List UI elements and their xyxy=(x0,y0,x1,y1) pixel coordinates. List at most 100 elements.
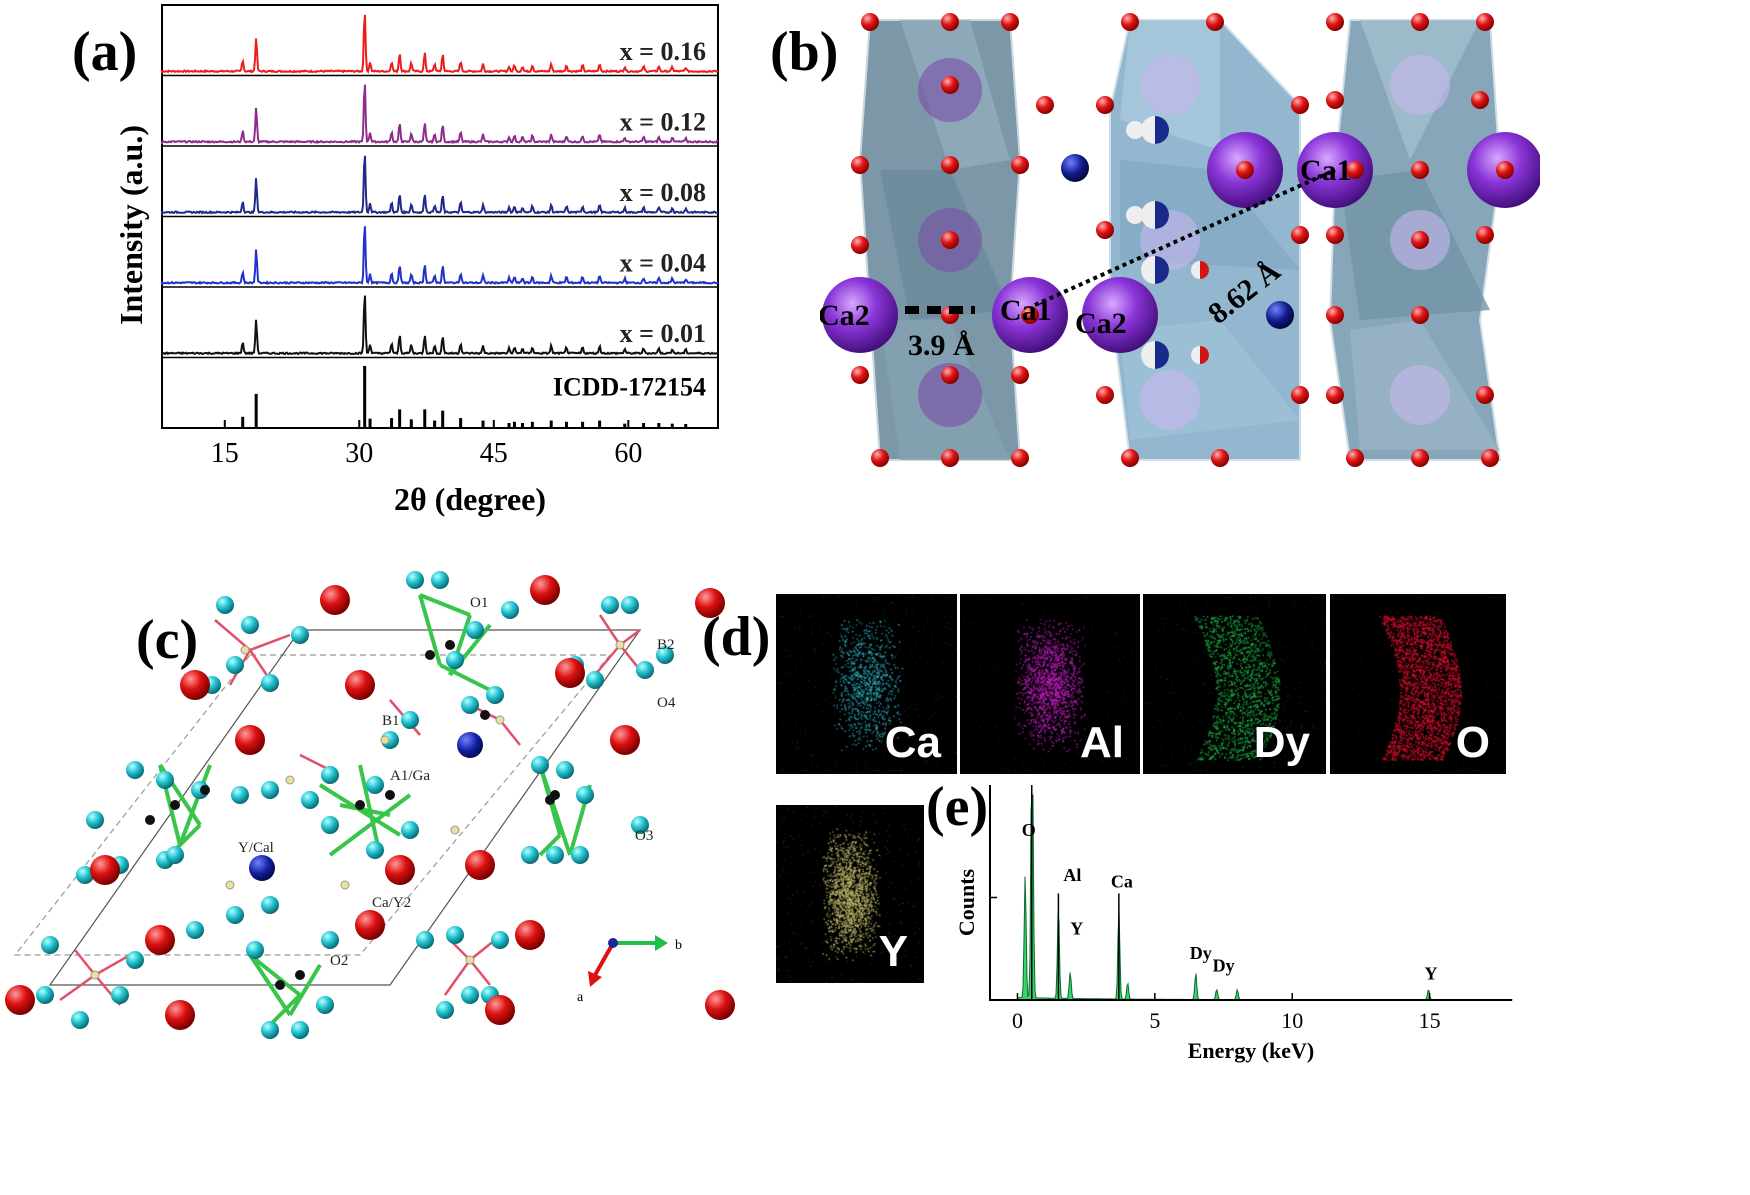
cell-atom-oxygen xyxy=(321,766,339,784)
xrd-series-label: x = 0.01 xyxy=(620,319,706,348)
cell-atom-oxygen xyxy=(291,626,309,644)
cell-atom-oxygen xyxy=(41,936,59,954)
cell-atom-oxygen xyxy=(446,926,464,944)
polyhedra-column-middle xyxy=(1109,19,1301,461)
cell-atom-oxygen xyxy=(261,896,279,914)
eds-peak-label: Dy xyxy=(1190,943,1212,963)
cell-atom-oxygen xyxy=(546,846,564,864)
xrd-ylabel: Intensity (a.u.) xyxy=(113,125,149,325)
cell-polyhedron-edge xyxy=(288,963,322,1017)
cell-atoms xyxy=(5,571,735,1039)
cell-atom-oxygen xyxy=(461,986,479,1004)
cell-atom-al xyxy=(425,650,435,660)
label-ca2-left: Ca2 xyxy=(820,299,870,332)
cell-atom-boron xyxy=(450,825,460,835)
cell-atom-oxygen xyxy=(71,1011,89,1029)
xrd-series-label: x = 0.16 xyxy=(620,37,706,66)
xrd-series-line xyxy=(161,295,719,356)
cell-atom-oxygen xyxy=(241,616,259,634)
label-o4: O4 xyxy=(657,695,676,711)
xrd-xtick-label: 45 xyxy=(480,438,508,469)
cell-atom-oxygen xyxy=(531,756,549,774)
label-o2: O2 xyxy=(330,953,348,969)
panel-label-c: (c) xyxy=(136,609,199,671)
cell-atom-al xyxy=(200,785,210,795)
cell-atom-oxygen xyxy=(166,846,184,864)
label-distance-short: 3.9 Å xyxy=(908,329,975,362)
panel-label-b: (b) xyxy=(770,21,839,83)
xrd-xtick-label: 30 xyxy=(345,438,373,469)
cell-atom-oxygen xyxy=(321,816,339,834)
cell-polyhedron-edge xyxy=(328,793,412,857)
cell-atom-ca xyxy=(165,1000,195,1030)
label-b2: B2 xyxy=(657,637,675,653)
cell-atom-oxygen xyxy=(556,761,574,779)
blue-atoms xyxy=(1061,154,1294,329)
cell-atom-oxygen xyxy=(226,906,244,924)
cell-atom-ca xyxy=(610,725,640,755)
cell-atom-oxygen xyxy=(261,781,279,799)
unit-cell-outline xyxy=(13,629,642,986)
eds-peak-label: Al xyxy=(1063,865,1081,885)
cell-atom-oxygen xyxy=(436,1001,454,1019)
label-o1: O1 xyxy=(470,595,488,611)
distance-line-long xyxy=(1034,168,1336,307)
cell-atom-ca xyxy=(90,855,120,885)
eds-peak-label: Dy xyxy=(1213,955,1235,975)
cell-atom-oxygen xyxy=(416,931,434,949)
cell-bond xyxy=(59,973,96,1002)
cell-atom-oxygen xyxy=(601,596,619,614)
cell-atom-oxygen xyxy=(301,791,319,809)
cell-atom-oxygen xyxy=(366,841,384,859)
xrd-series-line xyxy=(161,226,719,286)
label-ca2-middle: Ca2 xyxy=(1075,307,1127,340)
cell-atom-ca xyxy=(555,658,585,688)
cell-bond xyxy=(598,614,622,646)
eds-map-dy: Dy xyxy=(1143,594,1326,774)
cell-bond xyxy=(94,953,131,977)
eds-map-ca: Ca xyxy=(776,594,957,774)
polyhedra-column-left xyxy=(858,19,1022,461)
eds-xlabel: Energy (keV) xyxy=(1188,1038,1314,1063)
cell-atom-ca xyxy=(695,588,725,618)
cell-atom-oxygen xyxy=(246,941,264,959)
cell-atom-oxygen xyxy=(216,596,234,614)
xrd-xtick-label: 60 xyxy=(614,438,642,469)
cell-bond xyxy=(594,644,621,676)
cell-atom-ca xyxy=(465,850,495,880)
cell-bond xyxy=(619,644,641,671)
cell-atom-ca xyxy=(320,585,350,615)
eds-ylabel: Counts xyxy=(954,868,979,936)
oxygen-atoms xyxy=(851,13,1499,467)
eds-peak-label: Y xyxy=(1070,918,1083,938)
cell-atom-oxygen xyxy=(466,621,484,639)
cell-atom-oxygen xyxy=(621,596,639,614)
cell-atom-boron xyxy=(380,735,390,745)
eds-xtick-label: 5 xyxy=(1149,1008,1160,1033)
cell-atom-al xyxy=(385,790,395,800)
xrd-series-line xyxy=(161,14,719,74)
cell-atom-ca xyxy=(515,920,545,950)
eds-peak-label: Y xyxy=(1424,964,1437,984)
cell-atom-al xyxy=(355,800,365,810)
cell-atom-ca xyxy=(5,985,35,1015)
eds-axes xyxy=(989,785,1512,1001)
cell-atom-oxygen xyxy=(381,731,399,749)
cell-atom-oxygen xyxy=(156,771,174,789)
cell-atom-oxygen xyxy=(631,816,649,834)
unit-cell-diagram: O1 B2 O4 B1 A1/Ga O3 Y/Cal Ca/Y2 O2 b a xyxy=(5,571,735,1039)
cell-polyhedron-edge xyxy=(178,764,212,846)
cell-polyhedron-edge xyxy=(538,833,562,857)
cell-atom-oxygen xyxy=(86,811,104,829)
cell-atom-oxygen xyxy=(406,571,424,589)
cell-atom-oxygen xyxy=(316,996,334,1014)
cell-atom-ca xyxy=(345,670,375,700)
cell-atom-oxygen xyxy=(186,921,204,939)
cell-atom-boron xyxy=(615,640,625,650)
xrd-chart: Intensity (a.u.) 2θ (degree) x = 0.16x =… xyxy=(113,4,719,517)
cell-atom-boron xyxy=(240,645,250,655)
cell-polyhedron-edge xyxy=(248,953,292,1017)
cell-atom-al xyxy=(145,815,155,825)
label-b1: B1 xyxy=(382,713,400,729)
